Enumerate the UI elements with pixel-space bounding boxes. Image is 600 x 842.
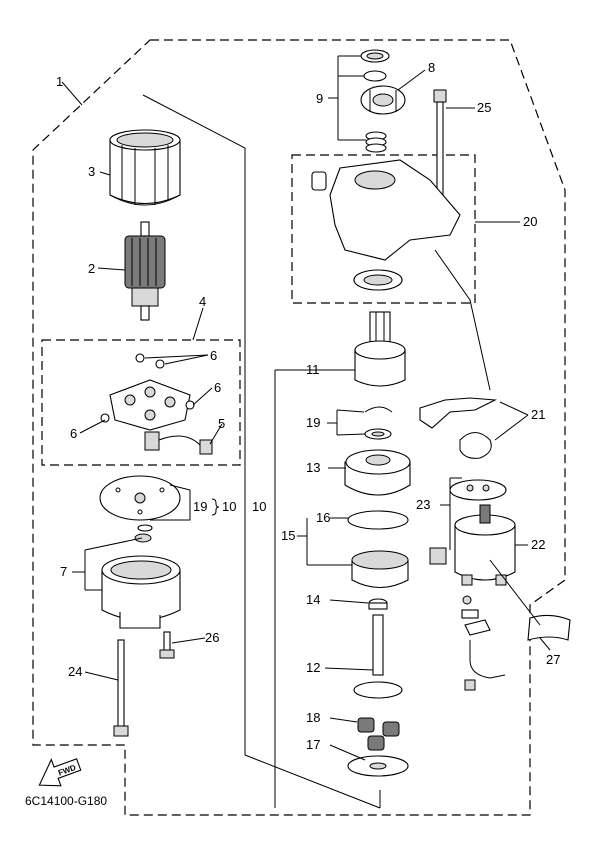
lead-wire-loop <box>459 432 492 459</box>
callout-18: 18 <box>306 710 320 725</box>
callout-7: 7 <box>60 564 67 579</box>
callout-4: 4 <box>199 294 206 309</box>
assembly-boundary <box>32 39 566 816</box>
callout-19-a: 19 <box>193 499 207 514</box>
magnet-switch-plate-part <box>449 479 507 501</box>
pinion-gear-part <box>360 85 406 115</box>
callout-26: 26 <box>205 630 219 645</box>
through-bolt-part <box>113 639 129 737</box>
bearing-part <box>368 598 388 610</box>
callout-brace <box>211 498 220 516</box>
cover-part <box>527 614 571 641</box>
callout-20: 20 <box>523 214 537 229</box>
battery-cable-part <box>461 595 506 691</box>
callout-9: 9 <box>316 91 323 106</box>
brush-holder-part <box>100 353 195 431</box>
callout-8: 8 <box>428 60 435 75</box>
gear-housing-part <box>344 449 411 496</box>
internal-gear-part <box>351 550 409 589</box>
callout-17: 17 <box>306 737 320 752</box>
callout-1: 1 <box>56 74 63 89</box>
callout-3: 3 <box>88 164 95 179</box>
callout-11: 11 <box>306 362 320 377</box>
yoke-housing-part <box>109 129 181 206</box>
callout-6-c: 6 <box>70 426 77 441</box>
lead-wire-part <box>419 397 498 429</box>
callout-21: 21 <box>531 407 545 422</box>
callout-10-a: 10 <box>222 499 236 514</box>
left-assembly-bracket-line <box>142 94 381 809</box>
callout-labels: 1 3 2 4 6 6 6 5 19 10 7 24 26 9 8 25 20 … <box>56 60 560 752</box>
armature-part <box>124 221 166 321</box>
rear-cover-part <box>101 555 181 629</box>
callout-19-b: 19 <box>306 415 320 430</box>
callout-10-b: 10 <box>252 499 266 514</box>
solenoid-part <box>454 504 516 586</box>
callout-27: 27 <box>546 652 560 667</box>
callout-25: 25 <box>477 100 491 115</box>
callout-16: 16 <box>316 510 330 525</box>
callout-13: 13 <box>306 460 320 475</box>
o-ring-part <box>347 510 409 530</box>
callout-22: 22 <box>531 537 545 552</box>
front-bracket-part <box>311 159 461 291</box>
callout-6-b: 6 <box>214 380 221 395</box>
callout-12: 12 <box>306 660 320 675</box>
clip-washer-part <box>364 406 393 440</box>
drive-shaft-part <box>353 614 403 699</box>
brush-group-boundary <box>41 339 241 466</box>
brush-lead-part <box>144 431 213 455</box>
drive-sleeve-part <box>354 311 406 387</box>
bracket-group-boundary <box>291 154 476 304</box>
callout-23: 23 <box>416 497 430 512</box>
planetary-gears-part <box>357 717 400 751</box>
callout-14: 14 <box>306 592 320 607</box>
callout-5: 5 <box>218 416 225 431</box>
small-bolt-part <box>159 631 175 659</box>
long-bolt-part <box>433 89 447 203</box>
insulator-part <box>429 547 447 565</box>
pinion-seal-part <box>360 49 390 82</box>
end-plate-part <box>347 755 409 777</box>
drawing-code: 6C14100-G180 <box>25 794 107 808</box>
callout-6-a: 6 <box>210 348 217 363</box>
callout-24: 24 <box>68 664 82 679</box>
brush-plate-part <box>99 475 181 543</box>
leader-lines <box>61 55 551 808</box>
fwd-arrow-icon: FWD <box>38 758 82 787</box>
pinion-spring-part <box>365 131 387 153</box>
callout-15: 15 <box>281 528 295 543</box>
callout-2: 2 <box>88 261 95 276</box>
